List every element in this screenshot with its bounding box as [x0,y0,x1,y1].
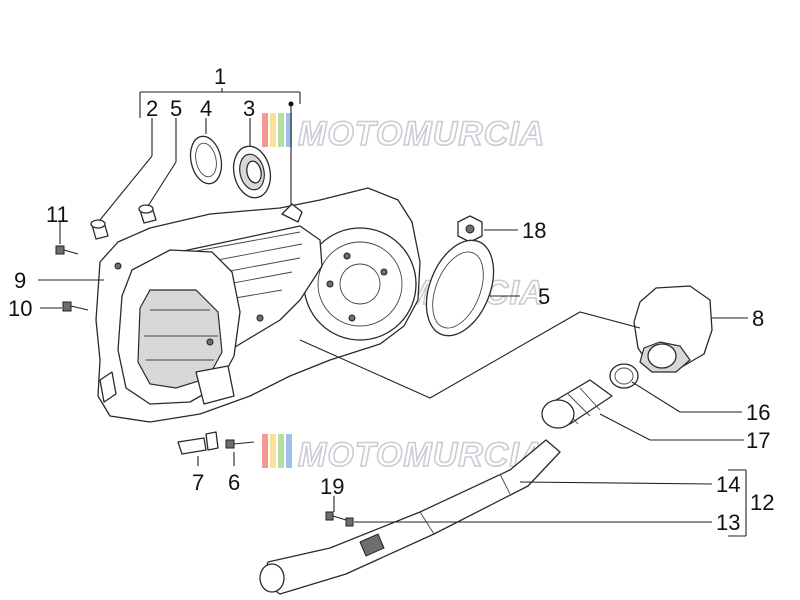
callout-12: 12 [750,490,774,515]
callout-7: 7 [192,470,204,495]
callout-19: 19 [320,474,344,499]
callout-5-right: 5 [538,284,550,309]
part-4-seal [189,135,223,185]
part-19-screw [325,511,347,521]
part-7-clip [177,431,219,455]
callout-8: 8 [752,306,764,331]
callout-13: 13 [716,510,740,535]
part-3-bearing [232,145,272,199]
callouts: 1 2 5 4 3 11 9 10 7 6 18 5 8 16 17 14 13… [8,64,774,535]
part-16-clamp [609,363,639,389]
callout-16: 16 [746,400,770,425]
callout-17: 17 [746,428,770,453]
part-11-screw [55,245,79,255]
watermark-text: MOTOMURCIA [298,436,545,474]
part-5-bush [138,204,157,224]
callout-4: 4 [200,96,212,121]
callout-3: 3 [243,96,255,121]
crankcase-cover [95,187,421,423]
callout-2: 2 [146,96,158,121]
watermark-text: MOTOMURCIA [298,115,545,153]
part-14-intake-duct [259,439,561,595]
part-15-cap [425,239,495,337]
callout-6: 6 [228,470,240,495]
leader-lines [38,88,748,537]
part-10-screw [62,301,89,312]
part-17-bellow [541,379,613,429]
callout-14: 14 [716,472,740,497]
part-13-screw [345,517,354,527]
watermark-bottom: MOTOMURCIA [262,434,545,475]
callout-9: 9 [14,268,26,293]
part-18-nut [457,215,483,243]
callout-18: 18 [522,218,546,243]
part-8-intake-cover [633,285,713,373]
callout-10: 10 [8,296,32,321]
part-2-bush [90,219,109,240]
callout-11: 11 [46,202,69,227]
watermark-top: MOTOMURCIA [262,113,545,154]
part-6-screw [225,439,255,449]
callout-1: 1 [214,64,226,89]
callout-5-top: 5 [170,96,182,121]
